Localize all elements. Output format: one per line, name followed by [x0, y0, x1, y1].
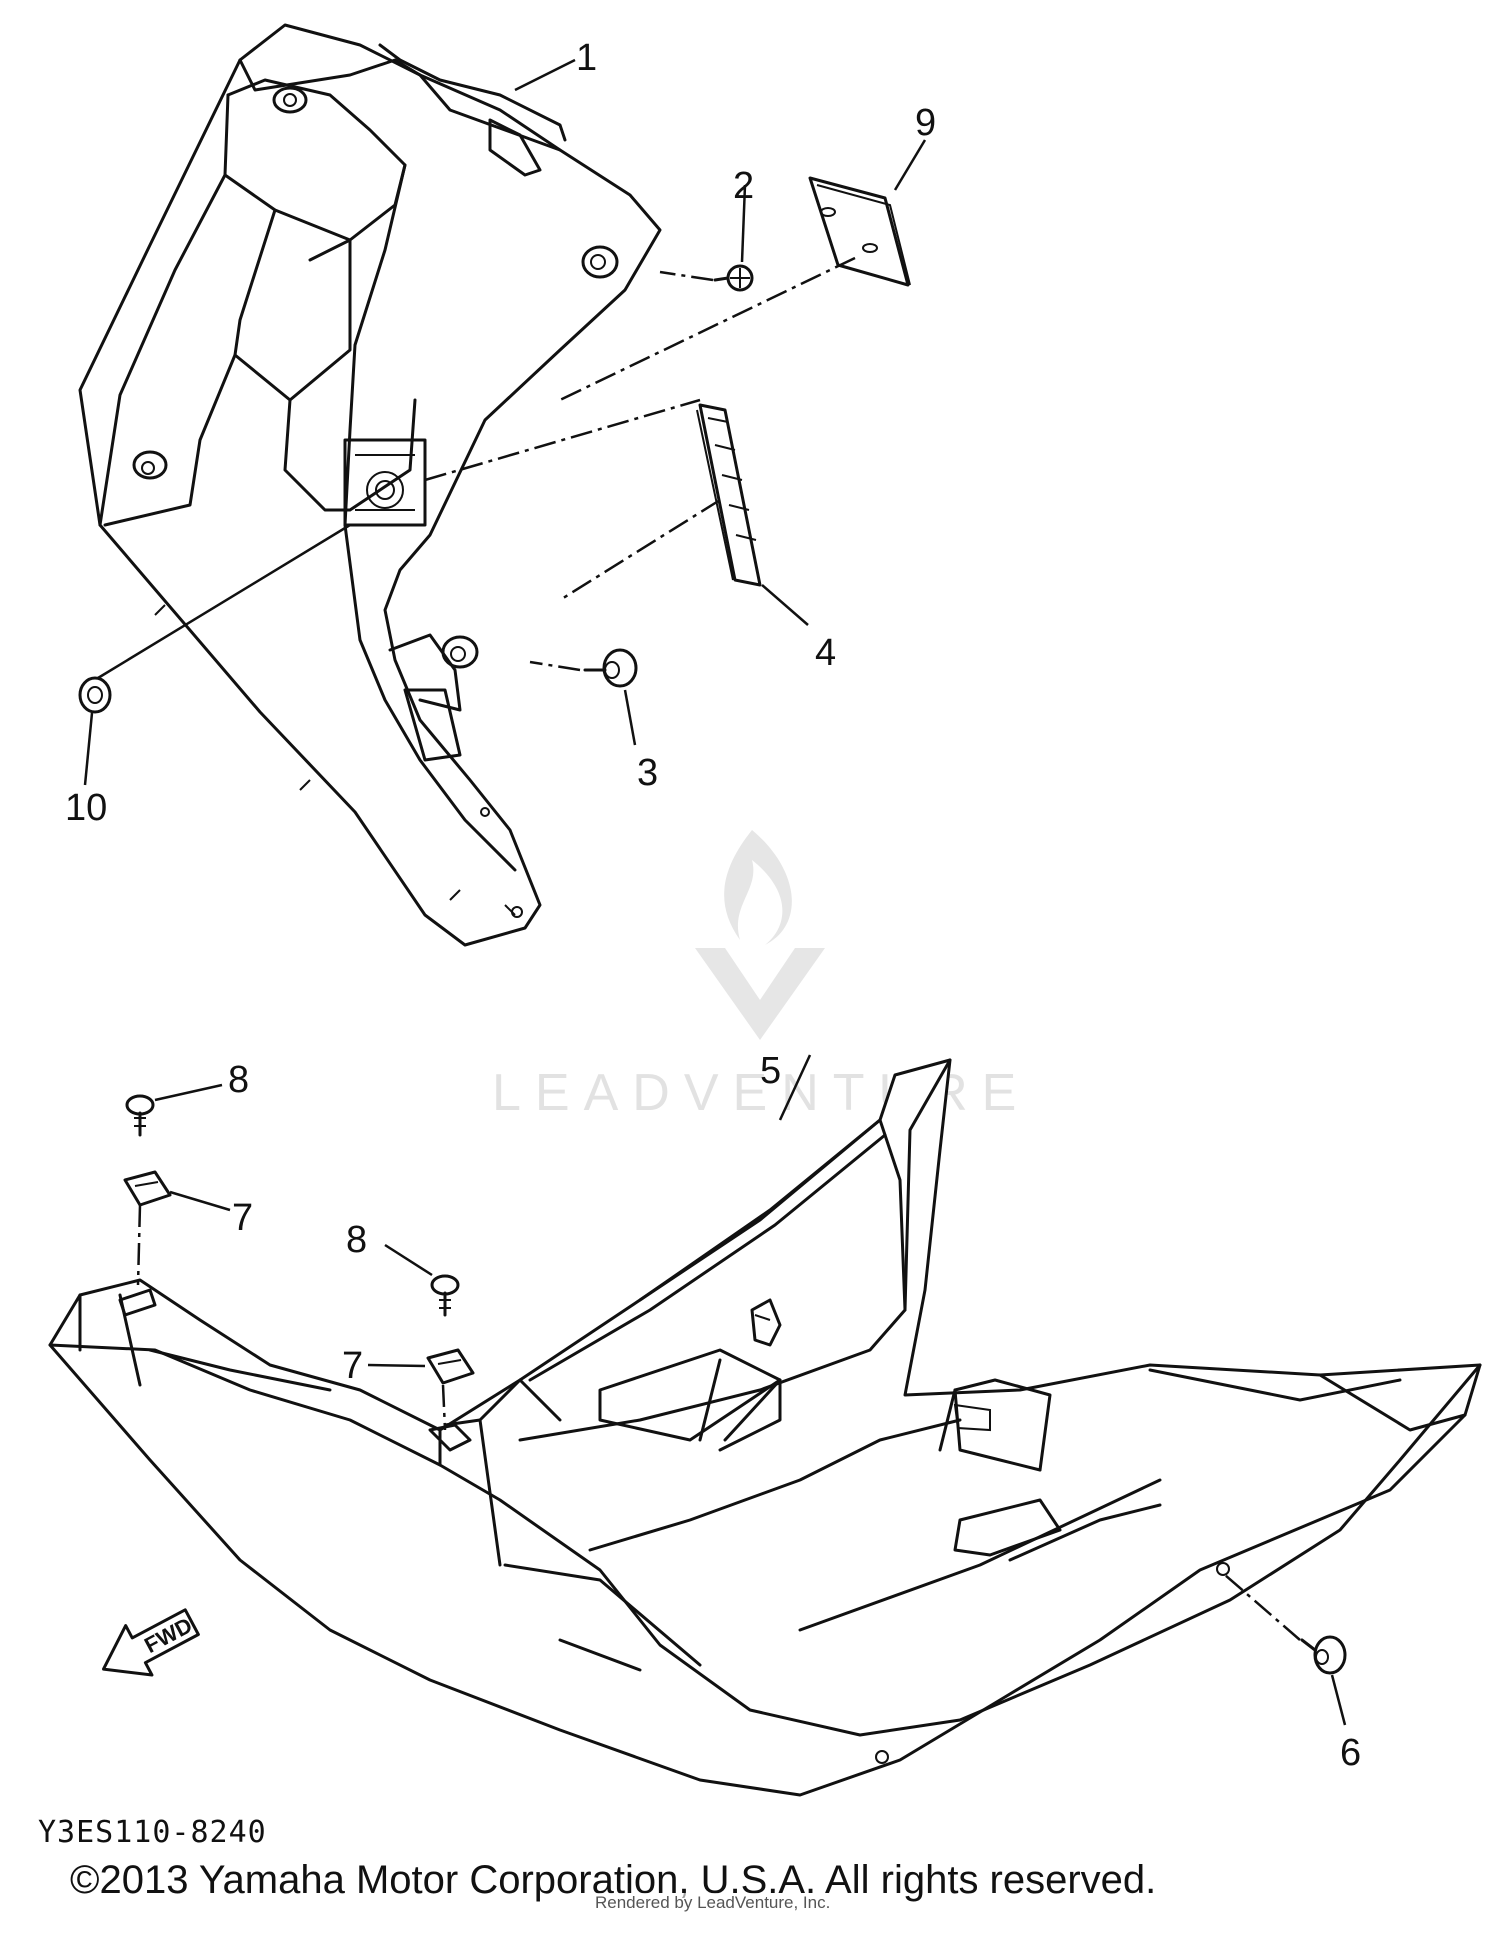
- part-4-trim-strip[interactable]: [696, 403, 762, 587]
- part-8-screw-lower[interactable]: [430, 1274, 460, 1317]
- part-6-bolt[interactable]: [1300, 1635, 1347, 1675]
- part-10-nut[interactable]: [78, 676, 112, 714]
- callout-1[interactable]: 1: [576, 37, 597, 79]
- callout-7-lower[interactable]: 7: [342, 1345, 363, 1387]
- callout-6[interactable]: 6: [1340, 1732, 1361, 1774]
- callout-3[interactable]: 3: [637, 752, 658, 794]
- flame-logo-icon: [724, 830, 792, 945]
- part-7-clip-nut-lower[interactable]: [426, 1348, 475, 1385]
- rendered-by-note: Rendered by LeadVenture, Inc.: [595, 1893, 831, 1913]
- callout-5[interactable]: 5: [760, 1050, 781, 1092]
- diagram-code: Y3ES110-8240: [38, 1815, 267, 1850]
- fwd-arrow-icon: FWD: [102, 1608, 200, 1677]
- part-8-screw-upper[interactable]: [125, 1094, 155, 1137]
- part-9-cover-plate[interactable]: [808, 176, 911, 287]
- part-3-bolt[interactable]: [583, 648, 638, 688]
- callout-10[interactable]: 10: [65, 787, 107, 829]
- part-2-screw[interactable]: [713, 264, 754, 292]
- leader-lines: [83, 58, 1347, 1726]
- callouts: 1 2 3 4 5 6 7 7 8 8 9 10: [65, 37, 1361, 1774]
- part-5-footrest-board[interactable]: [48, 1058, 1482, 1797]
- v-logo-icon: [695, 948, 825, 1040]
- part-1-leg-shield[interactable]: [78, 23, 662, 947]
- callout-4[interactable]: 4: [815, 632, 836, 674]
- callout-8-upper[interactable]: 8: [228, 1059, 249, 1101]
- callout-8-lower[interactable]: 8: [346, 1219, 367, 1261]
- callout-7-upper[interactable]: 7: [232, 1197, 253, 1239]
- part-7-clip-nut-upper[interactable]: [123, 1170, 172, 1207]
- callout-2[interactable]: 2: [733, 165, 754, 207]
- callout-9[interactable]: 9: [915, 102, 936, 144]
